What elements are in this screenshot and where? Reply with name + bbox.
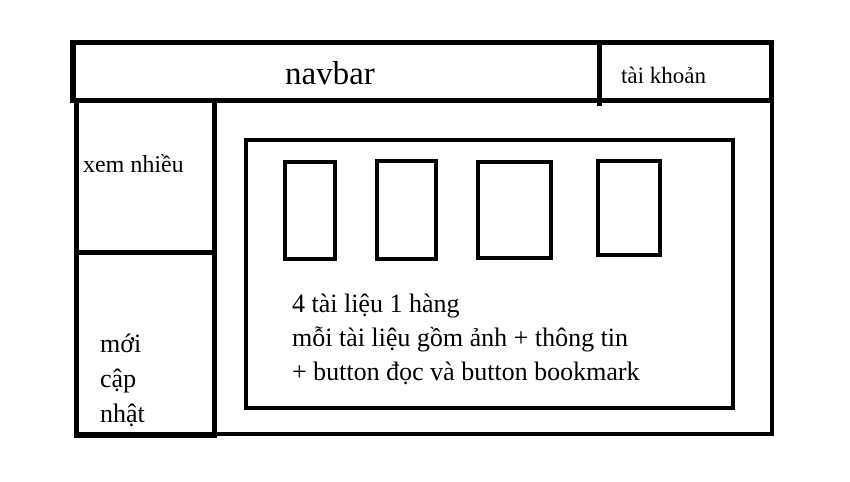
recently-updated-line: nhật — [100, 399, 145, 428]
recently-updated-line: mới — [100, 329, 142, 358]
recently-updated-line: cập — [100, 364, 137, 393]
document-thumbnail — [476, 160, 553, 260]
sidebar-divider — [78, 250, 214, 255]
navbar-label: navbar — [285, 56, 375, 92]
sidebar-box — [74, 98, 217, 438]
recently-updated-label: mới cập nhật — [100, 326, 145, 431]
layout-note: 4 tài liệu 1 hàng mỗi tài liệu gồm ảnh +… — [292, 287, 640, 389]
account-label: tài khoản — [621, 63, 706, 88]
navbar-box — [70, 40, 774, 103]
content-panel — [244, 138, 735, 410]
note-line: mỗi tài liệu gồm ảnh + thông tin — [292, 323, 629, 352]
document-thumbnail — [596, 159, 662, 257]
note-line: 4 tài liệu 1 hàng — [292, 289, 460, 318]
document-thumbnail — [283, 160, 337, 261]
account-divider — [597, 42, 602, 106]
most-viewed-label: xem nhiều — [83, 152, 184, 178]
note-line: + button đọc và button bookmark — [292, 357, 640, 386]
document-thumbnail — [375, 159, 438, 261]
